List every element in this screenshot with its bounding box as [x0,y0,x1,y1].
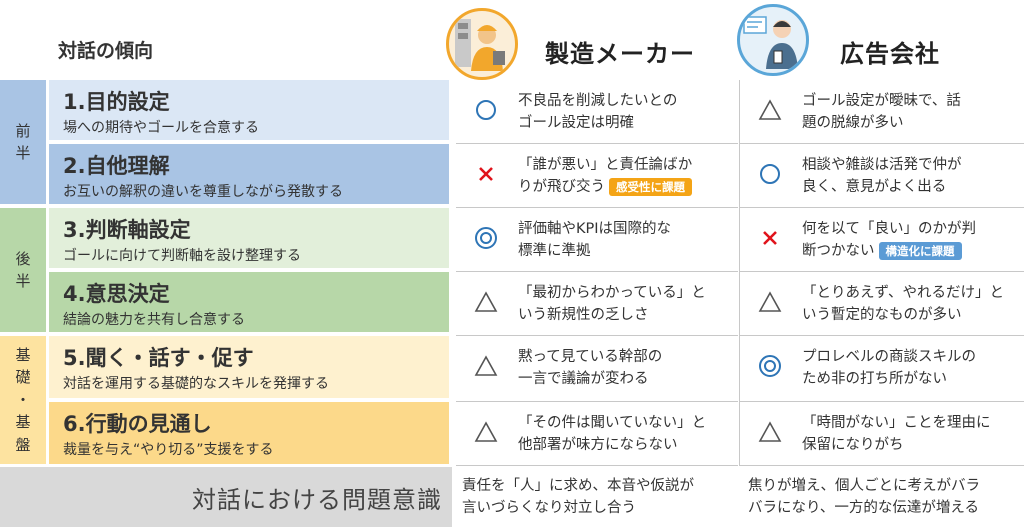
row-number-title: 4.意思決定 [63,282,170,306]
row-label: 1.目的設定 場への期待やゴールを合意する [49,80,449,140]
triangle-mark-icon [758,291,782,312]
row-number-title: 2.自他理解 [63,154,170,178]
triangle-mark-icon [474,355,498,376]
row-label: 3.判断軸設定 ゴールに向けて判断軸を設け整理する [49,208,449,268]
row-description: 場への期待やゴールを合意する [63,120,259,136]
row-description: 対話を運用する基礎的なスキルを発揮する [63,376,329,392]
cross-mark-icon [479,167,493,181]
circle-mark-icon [760,164,780,184]
office-worker-avatar [737,4,809,76]
row-description: 裁量を与え“やり切る”支援をする [63,442,274,458]
circle-mark-icon [476,100,496,120]
maker-cell: 「誰が悪い」と責任論ばかりが飛び交う感受性に課題 [456,144,738,208]
row-number-title: 6.行動の見通し [63,412,212,436]
triangle-mark-icon [474,291,498,312]
double-circle-mark-icon [759,355,781,377]
column-divider [739,80,740,466]
ad-issue-cell: 焦りが増え、個人ごとに考えがバラバラになり、一方的な伝達が増える [748,478,980,516]
ad-cell: 何を以て「良い」のかが判断つかない構造化に課題 [740,208,1024,272]
row-label: 2.自他理解 お互いの解釈の違いを尊重しながら発散する [49,144,449,204]
phase-back: 後半 [0,208,46,332]
maker-issue-cell: 責任を「人」に求め、本音や仮説が言いづらくなり対立し合う [462,478,694,516]
ad-cell: 「時間がない」ことを理由に保留になりがち [740,402,1024,466]
maker-cell: 「その件は聞いていない」と他部署が味方にならない [456,402,738,466]
phase-base: 基礎 ・基 盤 [0,336,46,464]
row-description: お互いの解釈の違いを尊重しながら発散する [63,184,343,200]
triangle-mark-icon [474,421,498,442]
column-header-maker: 製造メーカー [545,40,695,68]
issue-row-label: 対話における問題意識 [0,467,452,527]
ad-cell: 相談や雑談は活発で仲が良く、意見がよく出る [740,144,1024,208]
row-description: 結論の魅力を共有し合意する [63,312,245,328]
maker-cell: 評価軸やKPIは国際的な標準に準拠 [456,208,738,272]
ad-cell: プロレベルの商談スキルのため非の打ち所がない [740,336,1024,402]
column-header-ad-agency: 広告会社 [840,40,940,68]
ad-cell: 「とりあえず、やれるだけ」という暫定的なものが多い [740,272,1024,336]
cross-mark-icon [763,231,777,245]
structuring-issue-badge: 構造化に課題 [878,242,962,260]
row-description: ゴールに向けて判断軸を設け整理する [63,248,301,264]
row-label: 5.聞く・話す・促す 対話を運用する基礎的なスキルを発揮する [49,336,449,398]
maker-cell: 「最初からわかっている」という新規性の乏しさ [456,272,738,336]
row-number-title: 5.聞く・話す・促す [63,346,254,370]
triangle-mark-icon [758,99,782,120]
ad-cell: ゴール設定が曖昧で、話題の脱線が多い [740,80,1024,144]
maker-cell: 不良品を削減したいとのゴール設定は明確 [456,80,738,144]
sensitivity-issue-badge: 感受性に課題 [609,178,692,196]
row-label: 4.意思決定 結論の魅力を共有し合意する [49,272,449,332]
factory-worker-avatar [446,8,518,80]
phase-front: 前半 [0,80,46,204]
row-number-title: 1.目的設定 [63,90,170,114]
row-label: 6.行動の見通し 裁量を与え“やり切る”支援をする [49,402,449,464]
maker-cell: 黙って見ている幹部の一言で議論が変わる [456,336,738,402]
page-title: 対話の傾向 [58,40,154,62]
row-number-title: 3.判断軸設定 [63,218,191,242]
triangle-mark-icon [758,421,782,442]
double-circle-mark-icon [475,227,497,249]
